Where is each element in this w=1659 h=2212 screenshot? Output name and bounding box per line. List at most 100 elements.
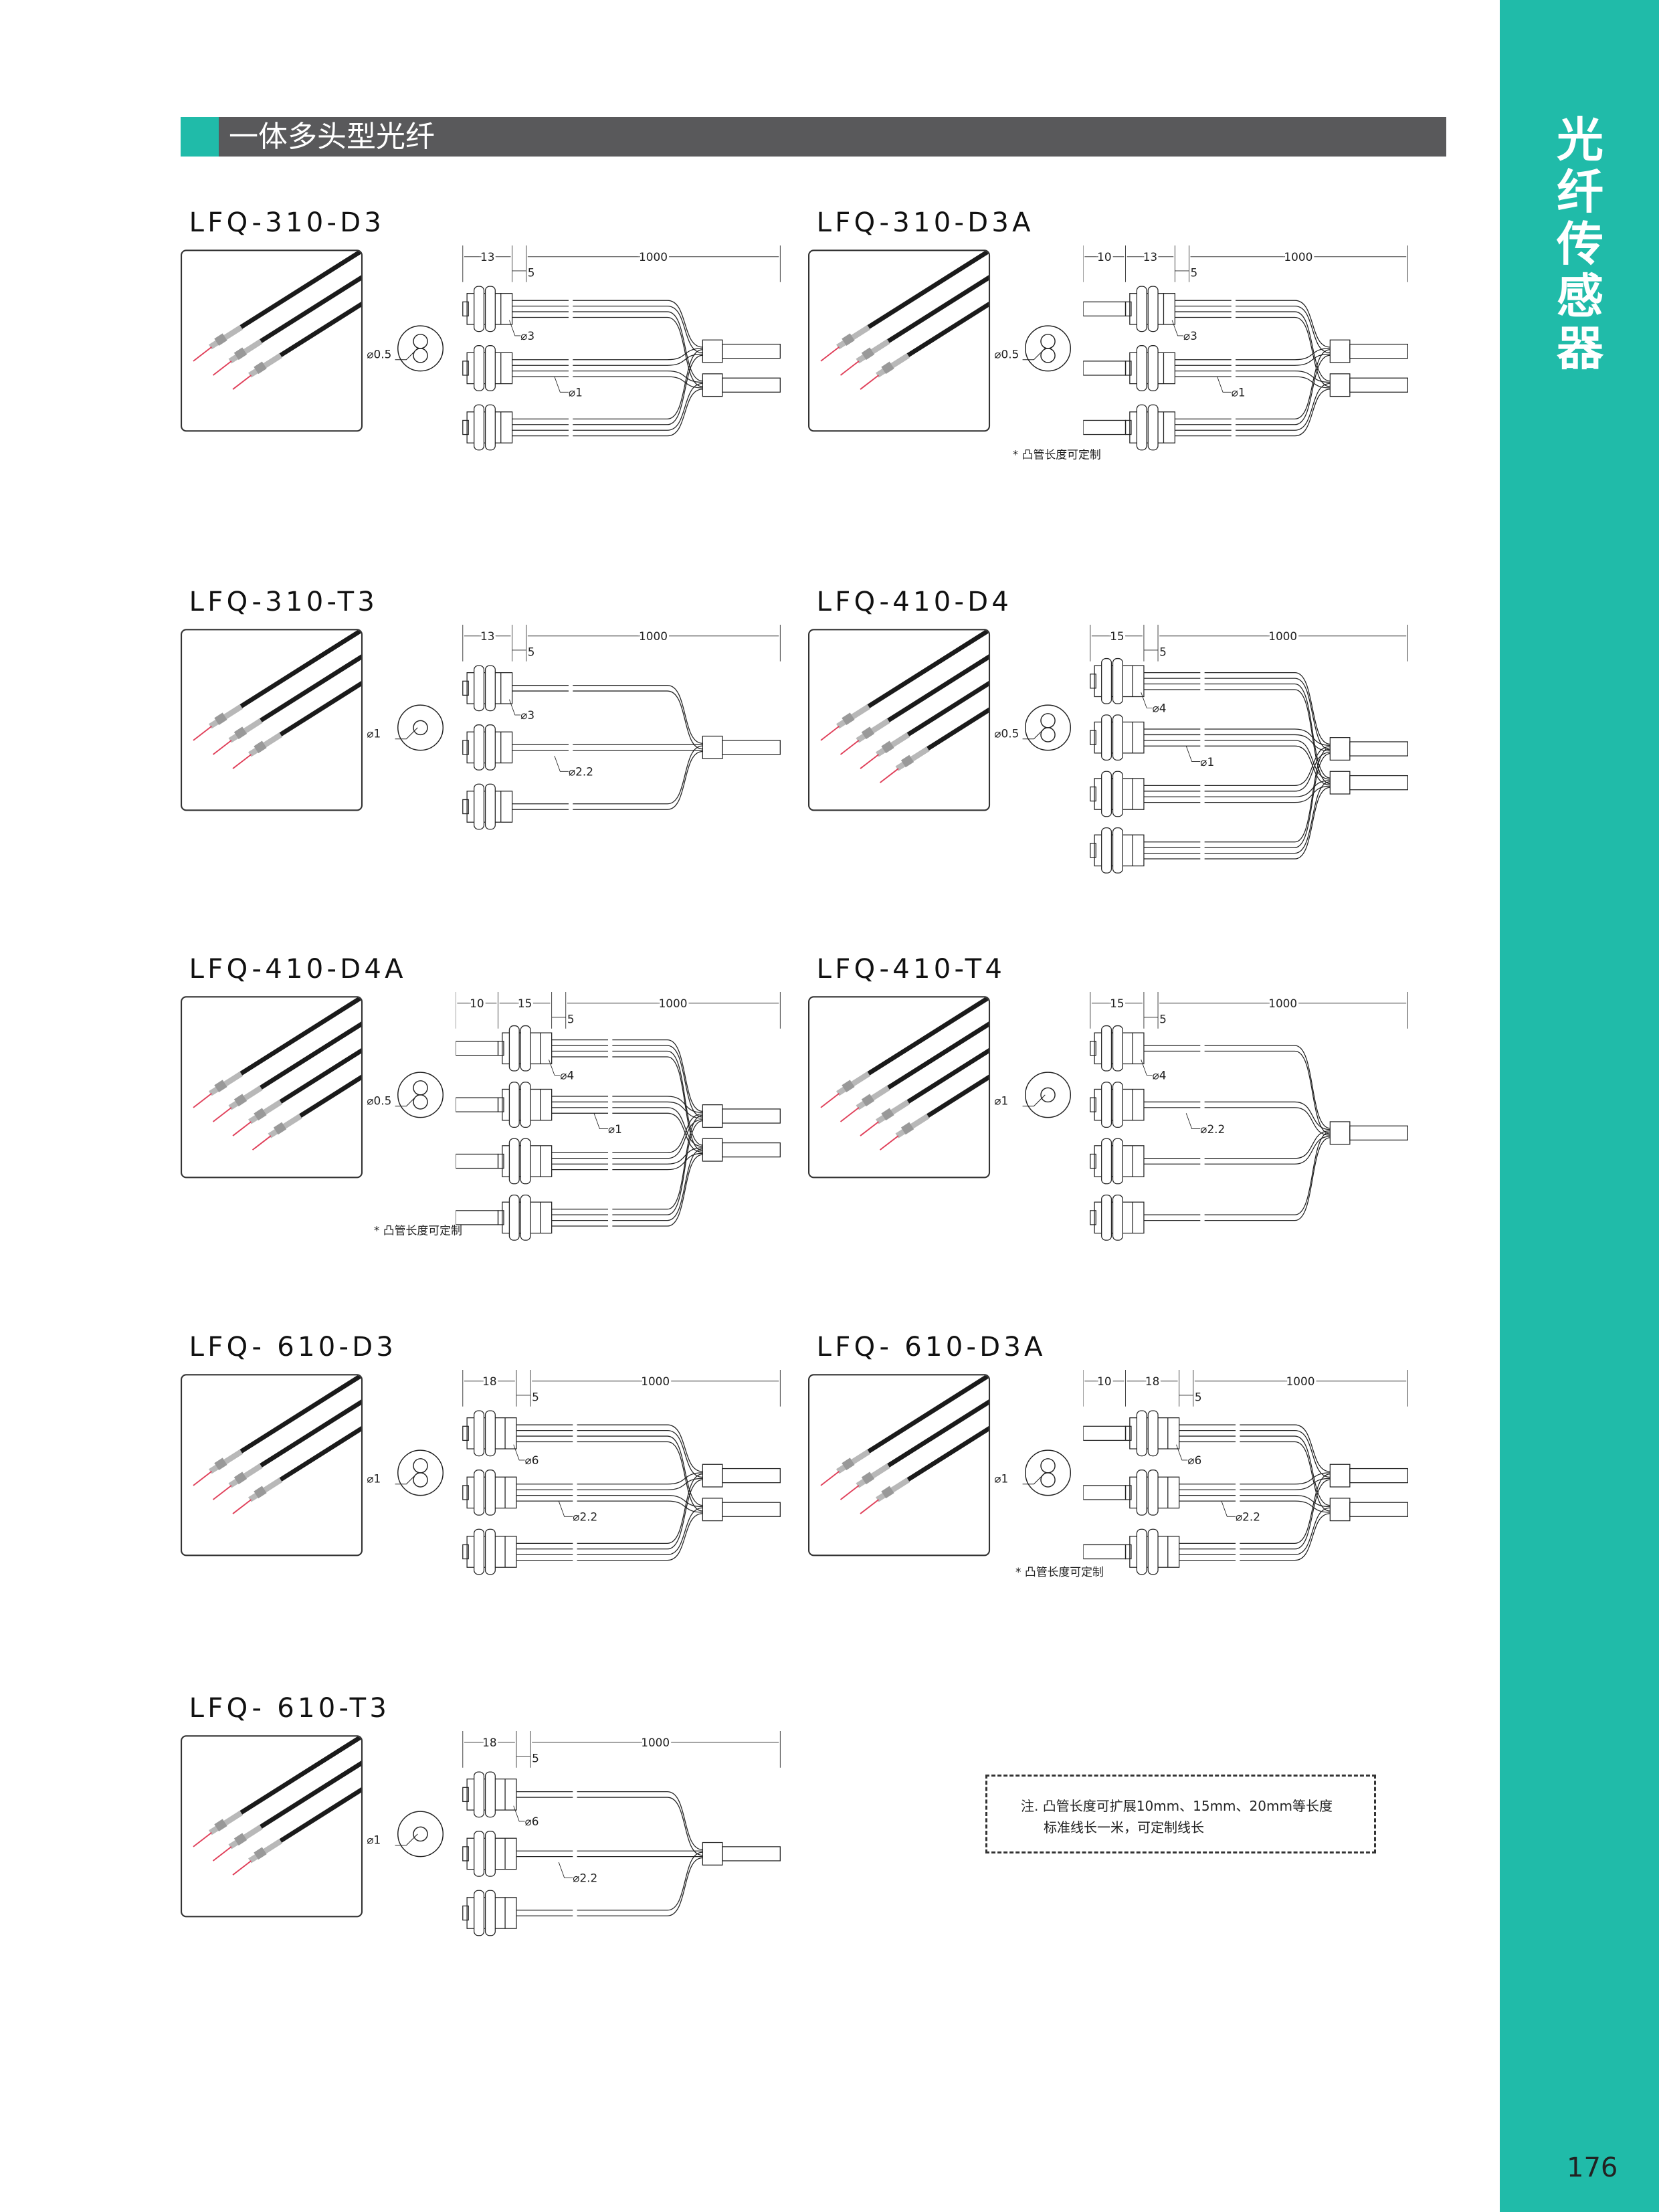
nut [901, 755, 914, 768]
lens-cap [1090, 1040, 1097, 1056]
nut [484, 286, 496, 332]
leader-line [1023, 348, 1046, 361]
nut [254, 1847, 267, 1859]
fiber-cable [276, 301, 361, 359]
detail-svg [395, 1072, 444, 1118]
fiber-cable [884, 1021, 989, 1091]
nut [862, 726, 875, 740]
nut [473, 1528, 485, 1575]
red-tip [232, 375, 252, 390]
fiber-line [1236, 306, 1331, 354]
dimension-label: 1000 [639, 250, 668, 264]
red-tip [212, 1485, 232, 1500]
nut [1101, 714, 1112, 761]
lens-cap [462, 1905, 469, 1920]
core-detail: ⌀1 [992, 1441, 1091, 1512]
core-circle [413, 720, 428, 736]
nut [473, 286, 485, 332]
nut [862, 1094, 875, 1106]
sensor-head [876, 353, 910, 378]
dimension-label: 15 [1110, 997, 1125, 1010]
fiber-cable [904, 1047, 989, 1106]
outer-circle [1025, 704, 1072, 751]
red-tip [860, 754, 880, 770]
fiber-line [612, 1050, 703, 1146]
photo-image [193, 251, 361, 390]
fiber-line [1205, 746, 1331, 786]
product-photo [180, 1374, 363, 1556]
protrude-tube [1083, 419, 1127, 435]
sensor-head [228, 718, 263, 743]
lens-cap [462, 1787, 469, 1802]
leader-line [513, 1444, 525, 1461]
product-photo [180, 1735, 363, 1918]
red-tip [193, 1831, 212, 1847]
fiber-line [612, 1039, 703, 1112]
photo-image [820, 251, 989, 390]
fiber-line [1236, 355, 1331, 425]
connector [702, 373, 723, 397]
fiber-line [1240, 1474, 1331, 1544]
fiber-cable [257, 1761, 361, 1831]
leader-line [1221, 1500, 1236, 1517]
protrude-tube [455, 1209, 499, 1225]
fiber-line [577, 1500, 703, 1513]
sensor-head [208, 1449, 243, 1474]
red-tip [860, 1499, 880, 1514]
nut [842, 712, 856, 726]
red-tip [212, 1106, 232, 1122]
leader-line [558, 1500, 573, 1517]
dimension-label: 5 [528, 266, 535, 279]
protrude-tube [1083, 361, 1127, 376]
outer-circle [1025, 325, 1072, 372]
nut [214, 1819, 227, 1831]
fiber-line [1205, 1136, 1331, 1221]
core-circle [1040, 727, 1056, 743]
sensor-head [896, 1113, 930, 1138]
head-dia-label: ⌀3 [520, 709, 534, 722]
nut [473, 1771, 485, 1818]
nut [484, 783, 496, 830]
sensor-head [836, 1449, 871, 1474]
fiber-line [577, 1479, 703, 1550]
custom-length-note: * 凸管长度可定制 [1013, 448, 1102, 462]
lens-cap [462, 301, 469, 317]
dimension-label: 18 [1145, 1375, 1159, 1388]
model-title: LFQ-410-D4 [817, 587, 1013, 618]
nut [1112, 827, 1124, 874]
leader-line [395, 1833, 418, 1846]
outer-circle [397, 704, 444, 751]
fiber-cable [865, 251, 989, 331]
leader-line [1172, 320, 1184, 336]
sidebar: 光纤传感器 176 [1500, 0, 1659, 2212]
fiber-line [612, 1114, 703, 1210]
nut [254, 361, 267, 375]
fiber-cable [237, 251, 361, 331]
fiber-line [612, 1120, 703, 1215]
protrude-tube [1083, 1425, 1127, 1441]
lens-cap [1090, 1153, 1097, 1169]
nut [473, 404, 485, 451]
head-dia-label: ⌀6 [1188, 1453, 1202, 1467]
core-circle [1040, 1087, 1056, 1102]
connector [1330, 1121, 1351, 1145]
core-dia-label: ⌀0.5 [367, 348, 392, 361]
sensor-head [856, 338, 890, 364]
fiber-line [577, 1472, 703, 1485]
lens-cap [1125, 1544, 1133, 1560]
connector [702, 1498, 723, 1522]
core-dia-label: ⌀0.5 [367, 1094, 392, 1108]
nut [473, 1469, 485, 1516]
fiber-line [1205, 746, 1331, 787]
fiber-line [573, 383, 703, 431]
lens-cap [1125, 301, 1133, 317]
sensor-head [836, 324, 871, 350]
